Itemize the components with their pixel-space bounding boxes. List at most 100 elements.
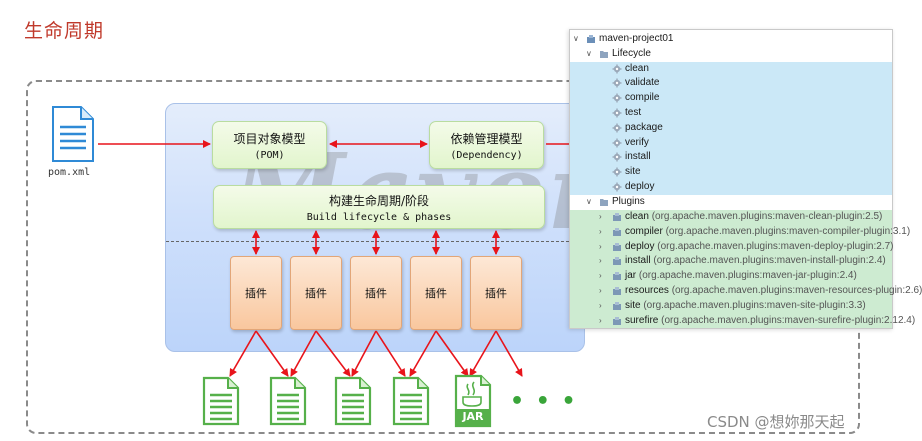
chevron-down-icon[interactable]: ∨ <box>586 48 592 58</box>
arrow-plugin-output <box>290 330 317 377</box>
plugin-name: site <box>625 299 641 311</box>
arrows-layer <box>98 140 569 377</box>
lifecycle-phase-verify[interactable]: verify <box>570 135 892 151</box>
plugin-name: surefire <box>625 314 659 326</box>
arrow-plugin-output <box>495 330 523 377</box>
phase-label: package <box>625 121 663 133</box>
phase-label: verify <box>625 136 649 148</box>
chevron-right-icon[interactable]: › <box>599 212 602 221</box>
pom-file-label: pom.xml <box>48 167 91 178</box>
plugin-row-deploy[interactable]: ›deploy (org.apache.maven.plugins:maven-… <box>570 239 894 255</box>
plugin-icon <box>613 242 621 251</box>
plugin-name: install <box>625 255 651 267</box>
chevron-right-icon[interactable]: › <box>599 226 602 236</box>
plugin-coordinates: (org.apache.maven.plugins:maven-jar-plug… <box>638 270 857 282</box>
tree-lifecycle-row[interactable]: ∨ Lifecycle <box>570 47 892 62</box>
plugin-name: jar <box>625 270 637 282</box>
chevron-right-icon[interactable]: › <box>599 271 602 281</box>
plugin-coordinates: (org.apache.maven.plugins:maven-install-… <box>653 255 886 267</box>
plugin-icon <box>613 213 621 221</box>
plugin-name: clean <box>625 211 649 222</box>
chevron-down-icon[interactable]: ∨ <box>586 197 592 206</box>
plugin-icon <box>613 316 621 325</box>
arrow-plugin-output <box>435 330 469 377</box>
gear-icon <box>612 138 622 148</box>
csdn-watermark: CSDN @想妳那天起 <box>707 413 845 431</box>
plugin-icon <box>613 301 621 310</box>
plugin-box: 插件 <box>410 256 462 330</box>
plugin-row-clean[interactable]: › clean (org.apache.maven.plugins:maven-c… <box>570 210 892 225</box>
document-icon <box>201 376 241 430</box>
lifecycle-subtitle: Build lifecycle & phases <box>306 212 452 223</box>
plugin-coordinates: (org.apache.maven.plugins:maven-compiler… <box>665 225 911 237</box>
arrow-plugin-output <box>469 330 497 377</box>
tree-plugins-row[interactable]: ∨ Plugins <box>570 195 892 210</box>
phase-label: deploy <box>625 181 655 192</box>
pom-model-box: 项目对象模型 (POM) <box>212 121 327 169</box>
plugin-icon <box>613 227 621 236</box>
dependency-model-title: 依赖管理模型 <box>450 132 523 146</box>
plugin-icon <box>613 272 621 281</box>
maven-project-icon <box>587 35 595 43</box>
jar-label: JAR <box>462 410 484 423</box>
gear-icon <box>612 167 622 177</box>
plugin-row-jar[interactable]: › jar (org.apache.maven.plugins:maven-jar… <box>570 269 892 284</box>
lifecycle-phase-install[interactable]: install <box>570 150 892 166</box>
document-icon <box>391 376 431 430</box>
lifecycle-phase-deploy[interactable]: deploy <box>570 180 892 195</box>
plugin-row-install[interactable]: › install (org.apache.maven.plugins:maven… <box>570 254 892 270</box>
plugin-coordinates: (org.apache.maven.plugins:maven-resource… <box>671 285 922 296</box>
folder-icon <box>600 50 608 58</box>
lifecycle-phase-validate[interactable]: validate <box>570 76 892 92</box>
gear-icon <box>612 108 622 118</box>
lifecycle-phase-test[interactable]: test <box>570 106 892 121</box>
lifecycle-phase-compile[interactable]: compile <box>570 91 892 106</box>
ellipsis: • • • <box>510 389 578 414</box>
page-title: 生命周期 <box>24 20 105 42</box>
chevron-right-icon[interactable]: › <box>599 286 602 295</box>
phase-label: validate <box>625 77 660 89</box>
dependency-model-box: 依赖管理模型 (Dependency) <box>429 121 544 169</box>
lifecycle-phase-clean[interactable]: clean <box>570 61 892 77</box>
document-icon <box>333 376 373 430</box>
jar-file-icon: JAR <box>453 374 493 432</box>
plugin-coordinates: (org.apache.maven.plugins:maven-surefire… <box>661 314 916 326</box>
phase-label: compile <box>625 92 660 104</box>
document-icon <box>268 376 308 430</box>
arrow-plugin-output <box>229 330 257 377</box>
tree-project-row[interactable]: ∨ maven-project01 <box>570 32 892 47</box>
plugin-row-site[interactable]: › site (org.apache.maven.plugins:maven-si… <box>570 298 892 314</box>
pom-model-title: 项目对象模型 <box>233 132 306 146</box>
plugin-icon <box>613 287 621 295</box>
project-name: maven-project01 <box>599 33 674 44</box>
plugin-box: 插件 <box>290 256 342 330</box>
plugin-name: compiler <box>625 225 663 237</box>
lifecycle-phase-package[interactable]: package <box>570 120 892 136</box>
chevron-right-icon[interactable]: › <box>599 256 602 266</box>
pom-model-subtitle: (POM) <box>254 150 285 161</box>
folder-icon <box>600 199 608 206</box>
plugin-row-compiler[interactable]: › compiler (org.apache.maven.plugins:mave… <box>570 224 910 240</box>
plugin-box: 插件 <box>470 256 522 330</box>
chevron-right-icon[interactable]: › <box>599 315 602 325</box>
plugin-box: 插件 <box>350 256 402 330</box>
lifecycle-phase-site[interactable]: site <box>570 165 892 180</box>
plugin-box: 插件 <box>230 256 282 330</box>
chevron-down-icon[interactable]: ∨ <box>573 34 579 43</box>
phase-label: test <box>625 107 642 118</box>
plugin-coordinates: (org.apache.maven.plugins:maven-clean-pl… <box>651 211 883 222</box>
arrow-plugin-output <box>375 330 406 377</box>
plugin-icon <box>613 257 621 266</box>
arrow-plugin-output <box>409 330 437 377</box>
plugin-row-surefire[interactable]: › surefire (org.apache.maven.plugins:mave… <box>570 313 915 329</box>
lifecycle-box: 构建生命周期/阶段 Build lifecycle & phases <box>213 185 545 229</box>
arrow-plugin-output <box>315 330 351 377</box>
plugin-row-resources[interactable]: ›resources (org.apache.maven.plugins:mav… <box>570 284 922 299</box>
chevron-right-icon[interactable]: › <box>599 300 602 310</box>
arrow-plugin-output <box>351 330 377 377</box>
gear-icon <box>612 78 622 88</box>
chevron-right-icon[interactable]: › <box>599 241 602 251</box>
plugin-coordinates: (org.apache.maven.plugins:maven-site-plu… <box>643 299 866 311</box>
plugins-label: Plugins <box>612 196 645 207</box>
